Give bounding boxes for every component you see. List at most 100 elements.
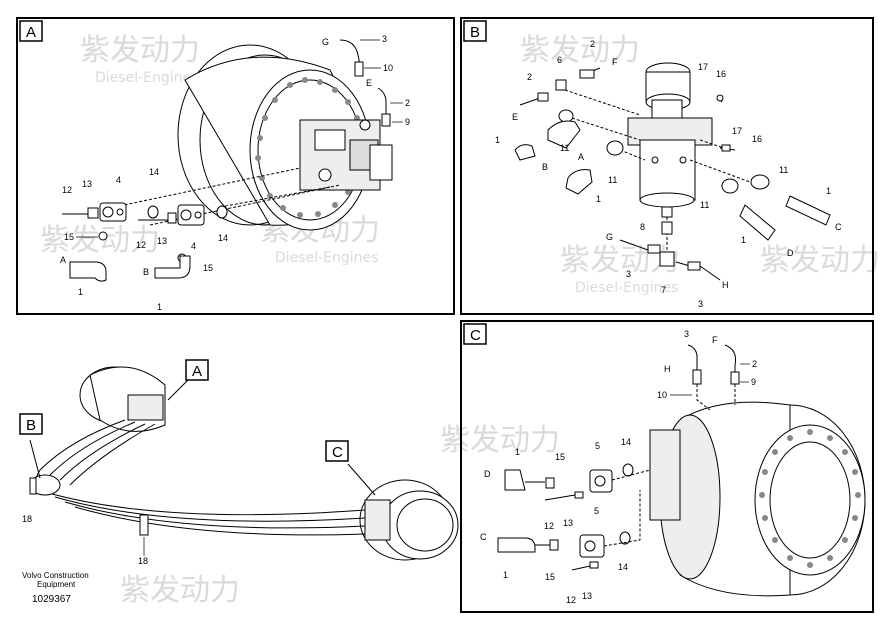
- watermark-sub: Diesel-Engines: [95, 70, 198, 86]
- label-a-15b: 15: [203, 263, 213, 273]
- label-a-a: A: [60, 255, 66, 265]
- panel-c-drawing: [497, 344, 866, 597]
- label-b-e: E: [512, 112, 518, 122]
- label-b-2: 2: [590, 39, 595, 49]
- label-b-d: D: [787, 248, 794, 258]
- label-a-b: B: [143, 267, 149, 277]
- label-b-8: 8: [640, 222, 645, 232]
- label-a-13: 13: [82, 179, 92, 189]
- label-c-2: 2: [752, 359, 757, 369]
- label-c-5b: 5: [594, 506, 599, 516]
- overview-callout-c: C: [332, 444, 343, 461]
- label-b-11b: 11: [608, 175, 617, 185]
- label-c-14: 14: [621, 437, 631, 447]
- label-c-1: 1: [515, 447, 520, 457]
- label-c-c: C: [480, 532, 487, 542]
- label-a-3: 3: [382, 34, 387, 44]
- label-b-a: A: [578, 152, 584, 162]
- label-b-11: 11: [560, 143, 569, 153]
- label-b-3b: 3: [698, 299, 703, 309]
- watermark-brand: 紫发动力: [40, 223, 160, 258]
- label-b-11d: 11: [700, 200, 709, 210]
- label-b-2b: 2: [527, 72, 532, 82]
- label-b-b: B: [542, 162, 548, 172]
- label-a-14b: 14: [218, 233, 228, 243]
- hub-bolt-ring: [759, 429, 861, 568]
- label-c-d: D: [484, 469, 491, 479]
- label-a-g: G: [322, 37, 329, 47]
- label-a-4: 4: [116, 175, 121, 185]
- label-b-g: G: [606, 232, 613, 242]
- watermark-brand: 紫发动力: [520, 33, 640, 68]
- label-b-16b: 16: [752, 134, 762, 144]
- label-c-12b: 12: [566, 595, 576, 605]
- panel-a-drawing: [62, 39, 393, 282]
- doc-number: 1029367: [32, 594, 71, 605]
- overview-drawing: [29, 366, 459, 561]
- label-b-17b: 17: [732, 126, 742, 136]
- label-a-4b: 4: [191, 241, 196, 251]
- panel-c-tag: C: [470, 327, 481, 344]
- label-b-c: C: [835, 222, 842, 232]
- panel-a-tag: A: [26, 24, 36, 41]
- label-b-h: H: [722, 280, 729, 290]
- label-c-15: 15: [555, 452, 565, 462]
- label-a-2: 2: [405, 98, 410, 108]
- label-b-f: F: [612, 57, 618, 67]
- label-b-6: 6: [557, 55, 562, 65]
- label-b-16: 16: [716, 69, 726, 79]
- overview-callout-a: A: [192, 363, 202, 380]
- panel-a-frame: [16, 17, 455, 315]
- watermark-brand: 紫发动力: [80, 33, 200, 68]
- label-c-5: 5: [595, 441, 600, 451]
- panel-c-frame: [460, 320, 874, 613]
- label-b-1c: 1: [826, 186, 831, 196]
- watermark-brand: 紫发动力: [120, 573, 240, 608]
- label-b-11c: 11: [779, 165, 788, 175]
- footer-line2: Equipment: [37, 580, 76, 589]
- label-a-13b: 13: [157, 236, 167, 246]
- overview-labels: A B C 18 18: [19, 359, 349, 566]
- label-a-14: 14: [149, 167, 159, 177]
- label-a-15: 15: [64, 232, 74, 242]
- motor-bolt-ring: [255, 77, 365, 218]
- label-b-1d: 1: [741, 235, 746, 245]
- label-c-9: 9: [751, 377, 756, 387]
- label-b-7: 7: [661, 285, 666, 295]
- label-b-1: 1: [495, 135, 500, 145]
- panel-b-tag: B: [470, 24, 480, 41]
- panel-c-labels: 3 F H 2 9 10 15 5 14 1 D 12 13 5 14 C 1 …: [480, 329, 757, 605]
- overview-clamp-left: 18: [22, 514, 32, 524]
- label-c-12: 12: [544, 521, 554, 531]
- label-c-13: 13: [563, 518, 573, 528]
- label-b-3: 3: [626, 269, 631, 279]
- watermark-sub: Diesel-Engines: [575, 280, 678, 296]
- label-b-1b: 1: [596, 194, 601, 204]
- label-a-1: 1: [78, 287, 83, 297]
- label-c-15b: 15: [545, 572, 555, 582]
- footer: Volvo Construction Equipment 1029367: [22, 571, 89, 605]
- label-a-9: 9: [405, 117, 410, 127]
- label-a-10: 10: [383, 63, 393, 73]
- label-c-14b: 14: [618, 562, 628, 572]
- overview-callout-b: B: [26, 417, 36, 434]
- footer-line1: Volvo Construction: [22, 571, 89, 580]
- label-a-1b: 1: [157, 302, 162, 312]
- label-c-1b: 1: [503, 570, 508, 580]
- panel-a-labels: G 3 10 E 2 9 12 13 4 14 15 A 1 12 13 4 1…: [60, 34, 410, 312]
- label-b-17: 17: [698, 62, 708, 72]
- label-a-e: E: [366, 78, 372, 88]
- overview-clamp-mid: 18: [138, 556, 148, 566]
- label-a-12b: 12: [136, 240, 146, 250]
- panel-b-drawing: [514, 62, 831, 281]
- panel-b-frame: [460, 17, 874, 315]
- label-c-h: H: [664, 364, 671, 374]
- label-c-10: 10: [657, 390, 667, 400]
- label-c-f: F: [712, 335, 718, 345]
- label-c-13b: 13: [582, 591, 592, 601]
- label-a-12: 12: [62, 185, 72, 195]
- watermark-brand: 紫发动力: [760, 243, 880, 278]
- panel-b-labels: 2 F 6 2 E 17 16 11 1 B 17 16 A 11 1 11 1…: [495, 39, 842, 309]
- label-c-3: 3: [684, 329, 689, 339]
